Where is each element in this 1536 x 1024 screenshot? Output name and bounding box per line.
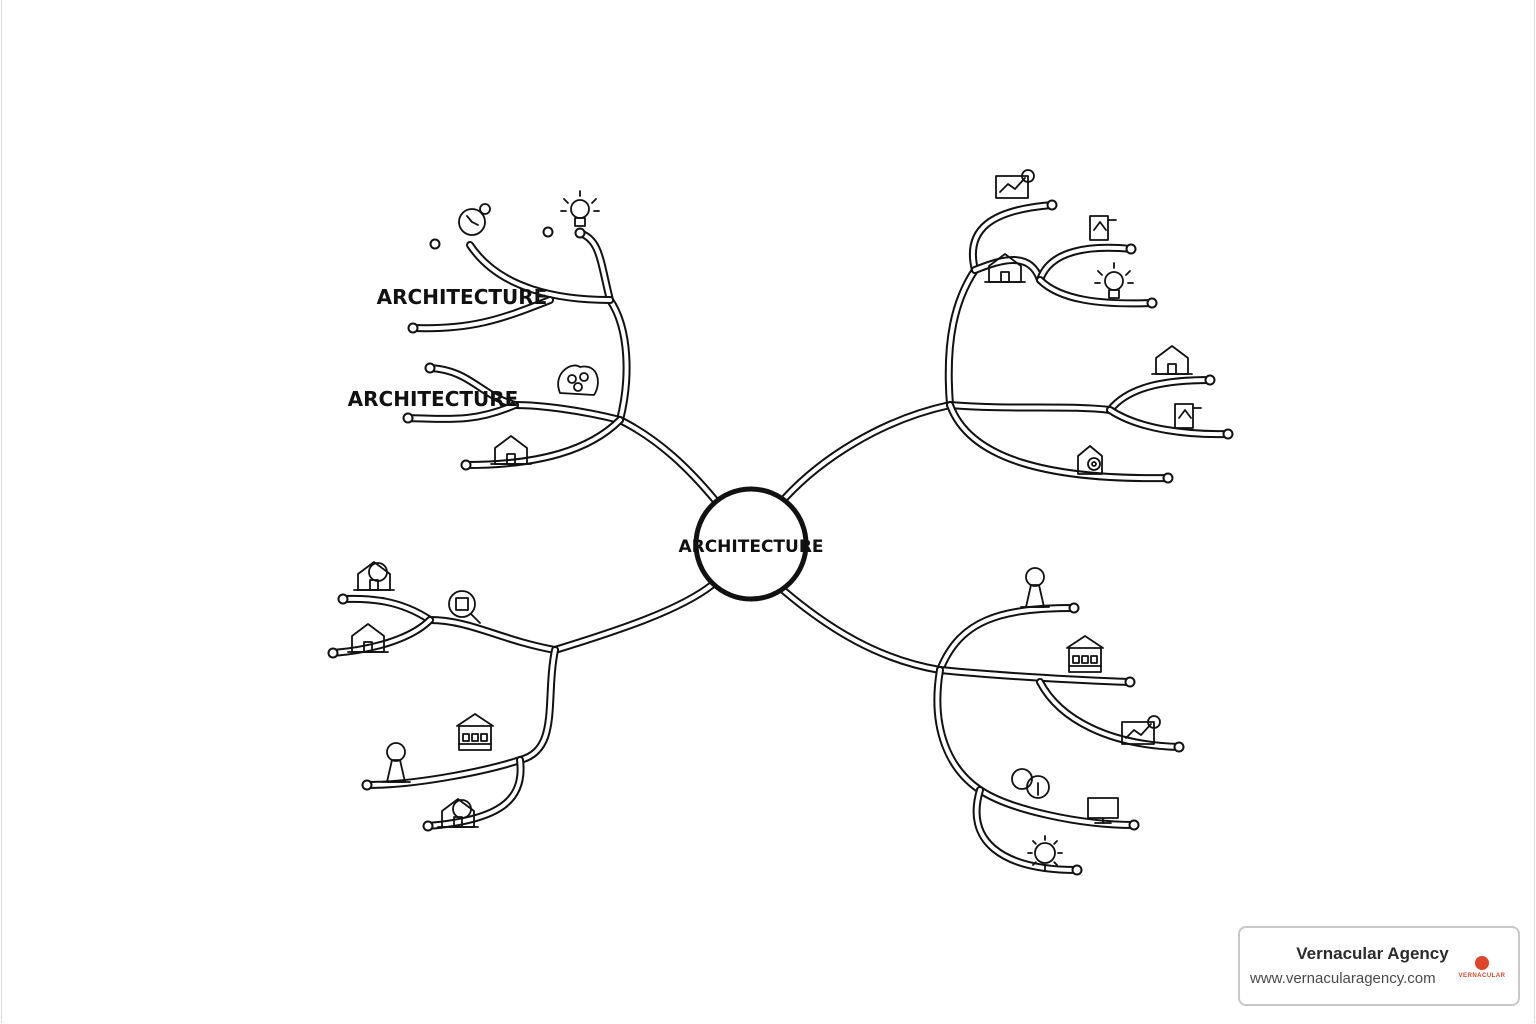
branch-end-node <box>1146 297 1158 309</box>
branch-line-inner <box>428 366 517 407</box>
branch-line-inner <box>406 403 517 421</box>
sun-icon <box>1027 835 1063 871</box>
branch-label-lower: ARCHITECTURE <box>348 387 519 411</box>
branch-end-node <box>402 412 414 424</box>
branch-line-outline <box>616 416 719 504</box>
branch-end-node <box>1125 243 1137 255</box>
branch-line-outline <box>551 581 716 654</box>
branch-line-inner <box>518 648 557 762</box>
branch-line-inner <box>341 596 432 622</box>
branch-line-inner <box>1108 408 1230 437</box>
branch-line-inner <box>946 268 977 407</box>
branch-line-inner <box>464 418 622 467</box>
branch-end-node <box>1068 602 1080 614</box>
lightbulb-icon <box>560 190 600 227</box>
house-tag-icon <box>353 561 395 591</box>
branch-line-inner <box>468 243 612 302</box>
branch-line-inner <box>365 758 522 787</box>
branch-line-inner <box>948 403 1112 412</box>
branch-line-inner <box>618 418 717 502</box>
center-node: ARCHITECTURE <box>678 486 824 602</box>
blueprint-icon <box>1089 215 1117 241</box>
branch-line-outline <box>781 401 954 502</box>
branch-line-outline <box>972 786 1081 874</box>
branch-line-inner <box>426 758 523 828</box>
branch-end-node <box>327 647 339 659</box>
branch-end-node <box>1222 428 1234 440</box>
branch-line-inner <box>970 203 1054 272</box>
branch-line-inner <box>948 403 1170 481</box>
clock-icon <box>458 203 491 236</box>
branch-line-inner <box>608 298 629 422</box>
vernacular-logo: VERNACULAR <box>1452 954 1512 984</box>
branch-line-outline <box>329 616 434 657</box>
branch-line-outline <box>946 401 1172 483</box>
growth-chart-icon <box>1121 715 1161 745</box>
branch-line-inner <box>513 403 622 422</box>
branch-end-node <box>1128 819 1140 831</box>
team-cluster-icon <box>557 364 599 396</box>
branch-line-inner <box>1038 278 1154 306</box>
branch-line-inner <box>935 668 982 792</box>
branch-line-inner <box>938 606 1076 672</box>
branch-line-outline <box>1036 243 1135 284</box>
logo-mark-icon <box>1475 956 1489 970</box>
branch-end-node <box>407 322 419 334</box>
branch-end-node <box>422 820 434 832</box>
branch-end-node <box>1173 741 1185 753</box>
branch-end-node <box>574 227 586 239</box>
branch-line-inner <box>1038 245 1133 282</box>
credit-url[interactable]: www.vernacularagency.com <box>1250 970 1436 987</box>
lightbulb-icon <box>1094 262 1134 299</box>
credit-card: Vernacular Agency www.vernacularagency.c… <box>1238 926 1520 1006</box>
branch-line-outline <box>779 586 944 674</box>
credit-name: Vernacular Agency <box>1296 944 1449 963</box>
branch-line-inner <box>1108 378 1212 412</box>
center-label: ARCHITECTURE <box>678 537 823 557</box>
branch-line-inner <box>411 298 552 331</box>
branch-line-inner <box>1038 680 1181 749</box>
keyhole-icon <box>381 742 411 783</box>
logo-text: VERNACULAR <box>1458 973 1506 979</box>
branch-line-inner <box>553 583 714 652</box>
branch-line-inner <box>331 618 432 655</box>
branch-end-node <box>424 362 436 374</box>
tree-icon <box>1011 768 1050 799</box>
building-icon <box>1066 635 1104 673</box>
branch-line-outline <box>976 786 1138 829</box>
house-icon <box>347 623 389 653</box>
magnifier-icon <box>448 590 481 624</box>
gear-house-icon <box>1077 445 1103 475</box>
branch-label-upper: ARCHITECTURE <box>377 285 548 309</box>
branch-end-node <box>1124 676 1136 688</box>
chart-icon <box>995 169 1035 199</box>
branch-line-inner <box>781 588 942 672</box>
house-icon <box>1151 345 1193 375</box>
branch-end-node <box>361 779 373 791</box>
branch-end-node <box>1204 374 1216 386</box>
tower-icon <box>1020 567 1050 608</box>
branch-end-node <box>337 593 349 605</box>
monitor-icon <box>1087 797 1119 824</box>
branch-end-node <box>542 226 554 238</box>
drafting-tool-icon <box>1174 403 1202 429</box>
branch-end-node <box>1071 864 1083 876</box>
barn-house-icon <box>984 253 1026 283</box>
branch-line-inner <box>428 618 557 652</box>
branch-line-inner <box>578 231 612 302</box>
house-icon <box>490 435 532 465</box>
branch-end-node <box>429 238 441 250</box>
branch-end-node <box>1046 199 1058 211</box>
branch-line-inner <box>938 668 1132 684</box>
branch-line-inner <box>783 403 952 500</box>
cottage-icon <box>437 798 479 828</box>
branch-line-inner <box>974 788 1079 872</box>
branch-end-node <box>1162 472 1174 484</box>
branch-end-node <box>460 459 472 471</box>
storefront-icon <box>456 713 494 751</box>
branch-line-inner <box>978 788 1136 827</box>
